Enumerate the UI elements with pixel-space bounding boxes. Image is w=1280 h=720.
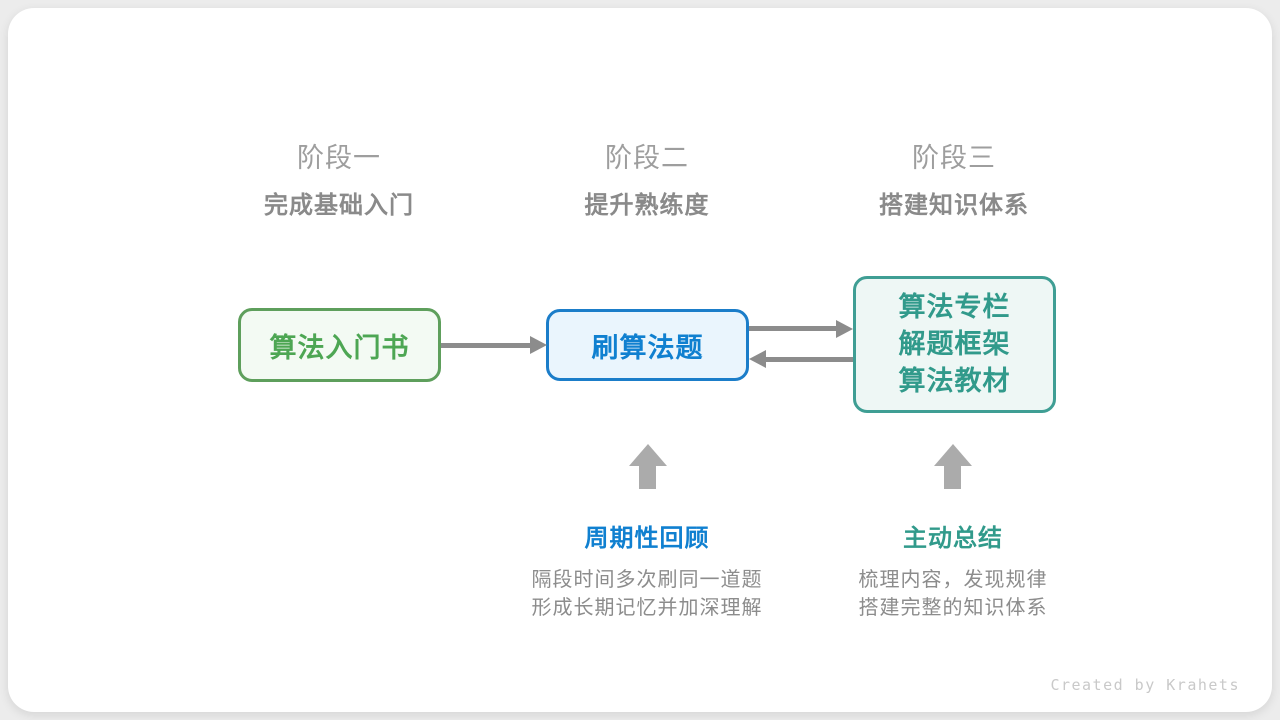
- annotation-periodic-review-desc: 隔段时间多次刷同一道题 形成长期记忆并加深理解: [532, 566, 763, 622]
- annotation-periodic-review-title: 周期性回顾: [584, 525, 710, 552]
- node-practice-problems: 刷算法题: [546, 309, 749, 381]
- node-label: 刷算法题: [591, 332, 704, 363]
- node-algorithm-intro-book: 算法入门书: [238, 308, 441, 382]
- desc-line: 梳理内容，发现规律: [858, 569, 1048, 591]
- stage-1-label: 阶段一: [297, 143, 381, 173]
- stage-2-label: 阶段二: [605, 143, 689, 173]
- desc-line: 搭建完整的知识体系: [858, 597, 1048, 619]
- diagram-canvas: 阶段一 完成基础入门 阶段二 提升熟练度 阶段三 搭建知识体系 算法入门书 刷算…: [8, 8, 1272, 712]
- stage-3-label: 阶段三: [912, 143, 996, 173]
- desc-line: 形成长期记忆并加深理解: [531, 597, 763, 619]
- stage-1-title: 完成基础入门: [264, 192, 414, 219]
- node-label: 算法专栏: [898, 292, 1011, 322]
- node-label: 解题框架: [898, 329, 1011, 359]
- annotation-active-summary-title: 主动总结: [903, 525, 1003, 552]
- stage-2-title: 提升熟练度: [584, 192, 710, 219]
- node-label: 算法教材: [898, 366, 1011, 396]
- node-knowledge-resources: 算法专栏 解题框架 算法教材: [853, 276, 1056, 413]
- watermark-credit: Created by Krahets: [1050, 676, 1240, 694]
- node-label: 算法入门书: [269, 332, 410, 363]
- stage-3-title: 搭建知识体系: [879, 192, 1029, 219]
- desc-line: 隔段时间多次刷同一道题: [531, 569, 763, 591]
- annotation-active-summary-desc: 梳理内容，发现规律 搭建完整的知识体系: [859, 566, 1048, 622]
